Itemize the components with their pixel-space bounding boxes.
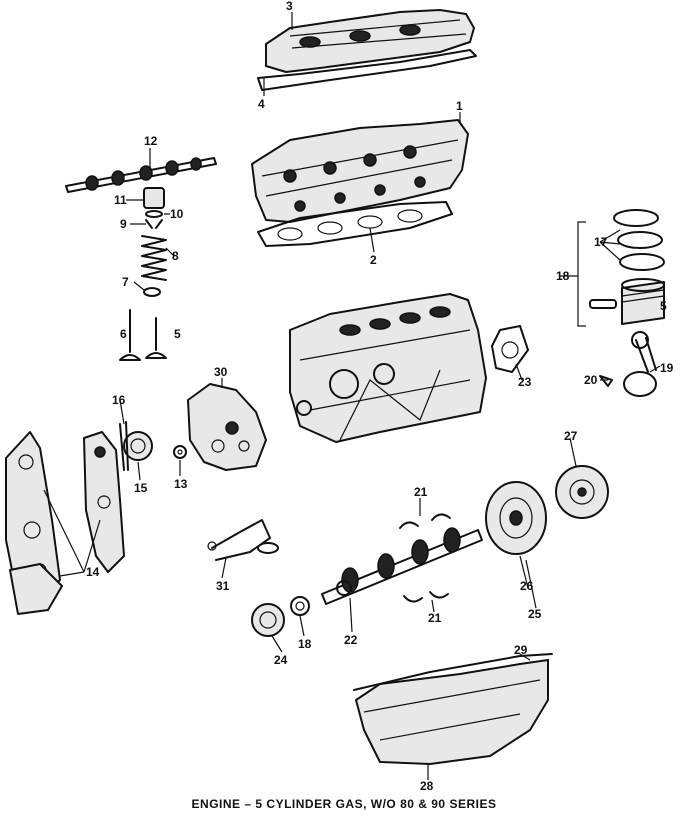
- spring-seat: [143, 287, 161, 297]
- callout-29: 29: [514, 643, 528, 657]
- callout-18-a: 18: [556, 269, 570, 283]
- callout-18-b: 18: [298, 637, 312, 651]
- crank-seal: [491, 325, 529, 373]
- valve-cover-gasket: [257, 49, 477, 91]
- callout-5-b: 5: [660, 299, 667, 313]
- callout-15: 15: [134, 481, 148, 495]
- callout-6: 6: [120, 327, 127, 341]
- callout-14: 14: [86, 565, 100, 579]
- callout-19: 19: [660, 361, 674, 375]
- callout-22: 22: [344, 633, 358, 647]
- callout-28: 28: [420, 779, 434, 793]
- crank-sprocket: [290, 596, 310, 616]
- callout-25: 25: [528, 607, 542, 621]
- callout-4: 4: [258, 97, 265, 111]
- callout-26: 26: [520, 579, 534, 593]
- valve-keepers: [145, 210, 163, 229]
- oil-pan-gasket: [353, 653, 553, 691]
- callout-21-a: 21: [414, 485, 428, 499]
- callout-7: 7: [122, 275, 129, 289]
- callout-9: 9: [120, 217, 127, 231]
- intake-valve: [119, 309, 141, 361]
- engine-block: [289, 293, 487, 443]
- camshaft: [65, 157, 217, 193]
- callout-numbers: 3 4 1 2 12 11 10 9 8 7 6 5 17 18 5 19 20…: [86, 0, 674, 793]
- callout-31: 31: [216, 579, 230, 593]
- callout-8: 8: [172, 249, 179, 263]
- hydraulic-lifter: [143, 187, 165, 209]
- leader-lines: [43, 12, 661, 780]
- valve-springs: [141, 235, 167, 281]
- callout-17: 17: [594, 235, 608, 249]
- cylinder-head: [251, 119, 469, 223]
- timing-cover-upper: [5, 431, 63, 615]
- callout-5-a: 5: [174, 327, 181, 341]
- timing-cover-lower: [83, 431, 125, 573]
- callout-11: 11: [114, 193, 127, 207]
- flywheel: [555, 465, 609, 519]
- diagram-caption: ENGINE – 5 CYLINDER GAS, W/O 80 & 90 SER…: [191, 797, 497, 811]
- oil-pump-housing: [187, 383, 267, 471]
- callout-10: 10: [170, 207, 184, 221]
- callout-20: 20: [584, 373, 598, 387]
- main-bearings-upper: [399, 513, 451, 529]
- callout-23: 23: [518, 375, 532, 389]
- head-gasket: [257, 201, 453, 247]
- crank-pulley: [251, 603, 285, 637]
- front-seal: [173, 445, 187, 459]
- oil-pickup-tube: [207, 519, 279, 561]
- callout-30: 30: [214, 365, 228, 379]
- callout-21-b: 21: [428, 611, 442, 625]
- callout-12: 12: [144, 134, 158, 148]
- callout-24: 24: [274, 653, 288, 667]
- exhaust-valve: [145, 317, 167, 359]
- clutch-assembly: [485, 481, 547, 555]
- callout-16: 16: [112, 393, 126, 407]
- oil-pan: [355, 659, 549, 765]
- crankshaft: [321, 527, 483, 605]
- piston-rings: [613, 209, 665, 271]
- main-bearings-lower: [403, 591, 449, 603]
- callout-2: 2: [370, 253, 377, 267]
- valve-cover: [265, 9, 475, 73]
- piston: [589, 278, 665, 325]
- callout-3: 3: [286, 0, 293, 13]
- connecting-rod: [599, 331, 657, 397]
- callout-27: 27: [564, 429, 578, 443]
- callout-1: 1: [456, 99, 463, 113]
- callout-13: 13: [174, 477, 188, 491]
- timing-sprocket: [119, 421, 153, 471]
